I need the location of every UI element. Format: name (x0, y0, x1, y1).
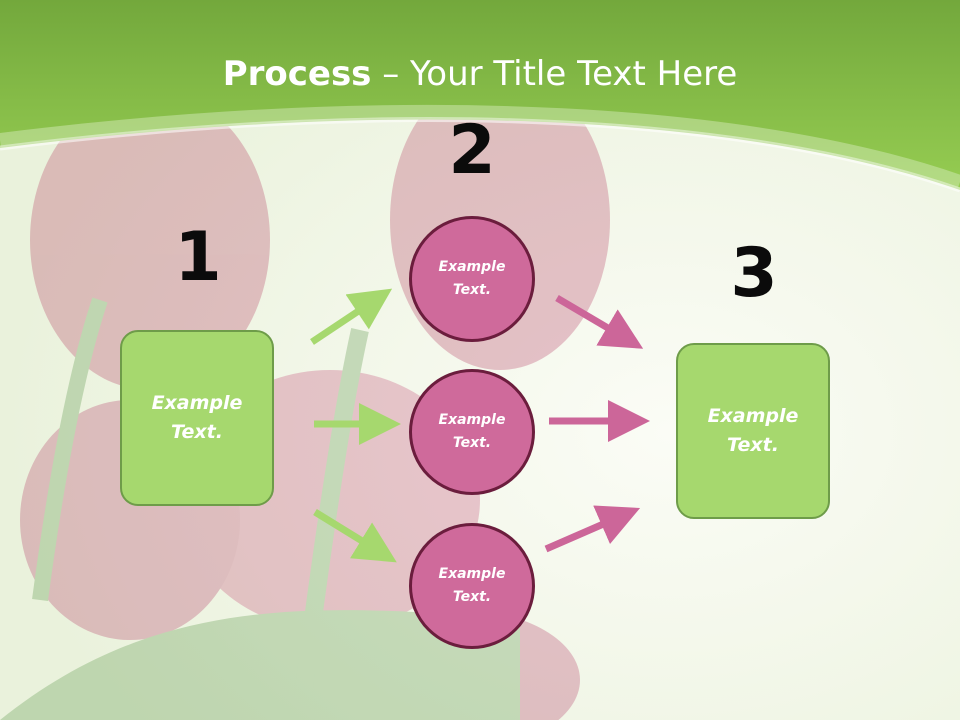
step-number-1: 1 (174, 218, 222, 297)
middle-circle-center: Example Text. (409, 369, 535, 495)
tulip-decoration (0, 70, 610, 720)
step-1-label: Example Text. (151, 392, 243, 443)
step-number-3: 3 (730, 234, 778, 313)
arrow-pink-down (555, 294, 644, 349)
step-3-box: Example Text. (676, 343, 830, 519)
middle-circle-top-label: Example Text. (438, 259, 506, 298)
middle-circle-bottom-label: Example Text. (438, 566, 506, 605)
arrow-green-up (310, 288, 393, 345)
step-1-box: Example Text. (120, 330, 274, 506)
arrow-green-down (313, 509, 397, 563)
middle-circle-center-label: Example Text. (438, 412, 506, 451)
title-bold: Process (222, 54, 372, 94)
step-3-label: Example Text. (707, 405, 799, 456)
middle-circle-top: Example Text. (409, 216, 535, 342)
step-number-2: 2 (448, 111, 496, 190)
middle-circle-bottom: Example Text. (409, 523, 535, 649)
slide-title: Process – Your Title Text Here (0, 52, 960, 96)
title-rest: – Your Title Text Here (371, 54, 738, 94)
arrow-pink-up (544, 505, 641, 553)
